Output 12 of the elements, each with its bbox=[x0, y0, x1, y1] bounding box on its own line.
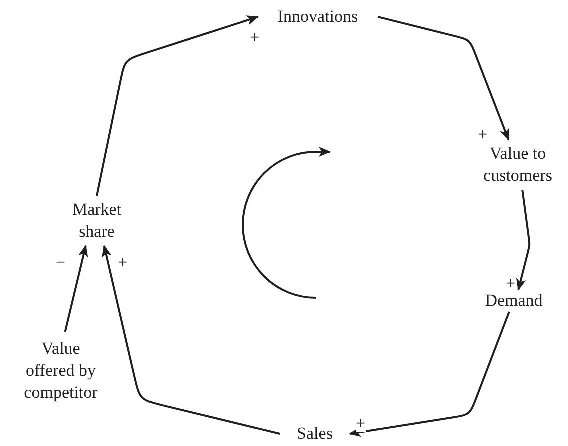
node-label: Demand bbox=[485, 290, 543, 312]
arrow bbox=[516, 190, 531, 291]
node-label: Market share bbox=[71, 199, 123, 243]
arrow bbox=[96, 16, 259, 196]
node-label: Innovations bbox=[278, 6, 358, 28]
arrow bbox=[64, 245, 88, 332]
arrow bbox=[378, 16, 510, 141]
node-label: Value to customers bbox=[482, 143, 554, 187]
arrow bbox=[349, 312, 510, 438]
node-label: Sales bbox=[297, 423, 333, 445]
node-label: Value offered by competitor bbox=[23, 338, 99, 404]
arrow bbox=[102, 245, 280, 435]
